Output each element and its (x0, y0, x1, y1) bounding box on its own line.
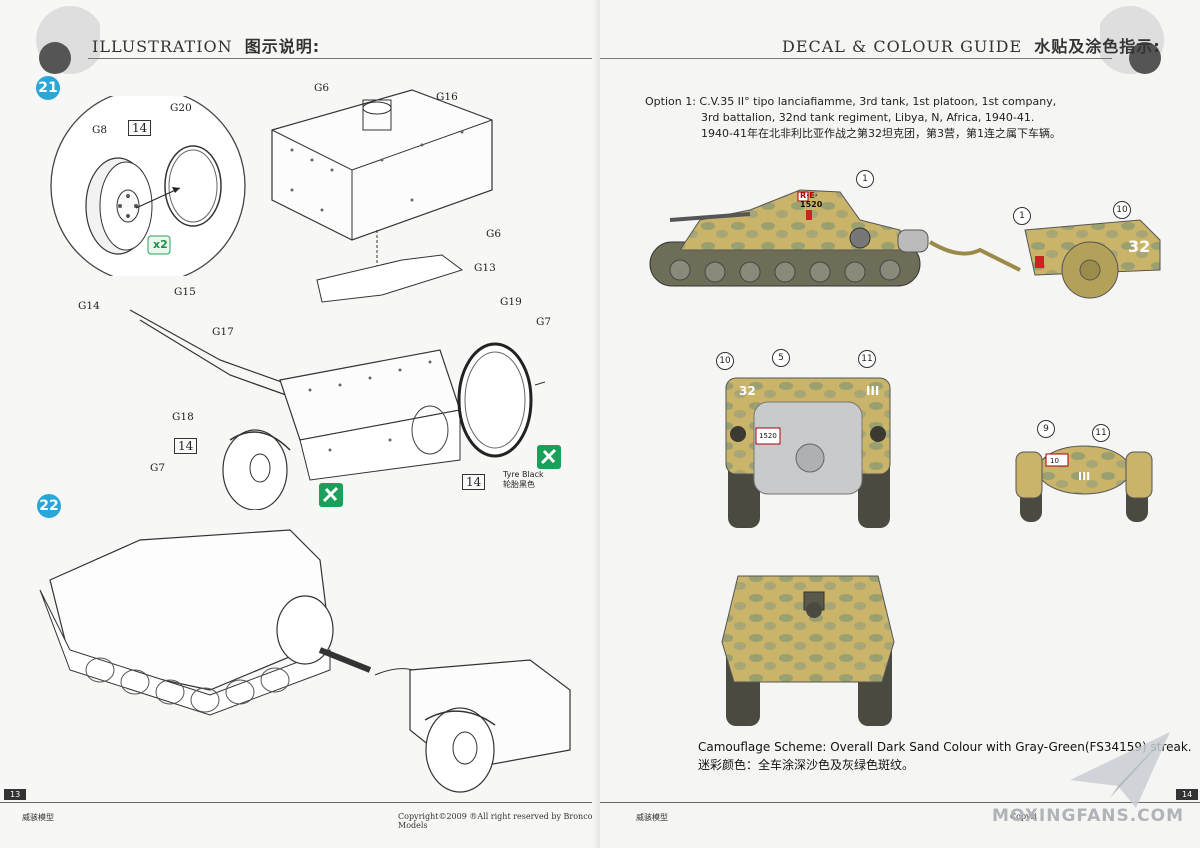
left-footer-copyright: Copyright©2009 ®All right reserved by Br… (398, 812, 593, 830)
left-page-number: 13 (4, 789, 27, 800)
part-g19-label: G19 (500, 296, 522, 308)
part-g18-label: G18 (172, 411, 194, 423)
option-1-description: Option 1: C.V.35 II° tipo lanciafiamme, … (645, 94, 1061, 142)
trailer-roman: III (1078, 470, 1091, 483)
corner-decoration (36, 6, 100, 74)
right-page-number: 14 (1176, 789, 1199, 800)
left-header: ILLUSTRATION 图示说明: (92, 33, 320, 57)
callout-1-trailer: 1 (1013, 207, 1031, 225)
part-14-box-c: 14 (462, 474, 486, 490)
trailer-assembly-drawing (129, 309, 546, 510)
left-header-rule (88, 58, 600, 59)
rear-roman: III (866, 384, 880, 398)
step-22-badge: 22 (37, 494, 61, 518)
front-view-tank (721, 575, 895, 726)
watermark-text: MOXINGFANS.COM (992, 806, 1184, 826)
part-g7-label-a: G7 (536, 316, 552, 328)
part-g20-label: G20 (170, 102, 192, 114)
option-line-1: Option 1: C.V.35 II° tipo lanciafiamme, … (645, 95, 1057, 108)
camouflage-scheme-text: Camouflage Scheme: Overall Dark Sand Col… (698, 738, 1192, 774)
left-footer-rule (0, 802, 600, 803)
wheel-detail-circle (50, 96, 246, 276)
right-footer-rule (600, 802, 1200, 803)
part-g8-label: G8 (92, 124, 108, 136)
callout-5-rear: 5 (772, 349, 790, 367)
part-g7-label-b: G7 (150, 462, 166, 474)
tyre-black-note: Tyre Black 轮胎黑色 (503, 470, 544, 490)
side-plate-prefix: R·E· (800, 191, 818, 200)
part-g15-label: G15 (174, 286, 196, 298)
right-header-title-cn: 水贴及涂色指示: (1034, 37, 1161, 56)
rear-number: 32 (739, 384, 756, 398)
right-footer-brand: 威骇模型 (636, 813, 668, 822)
part-g17-label: G17 (212, 326, 234, 338)
quantity-x2-label: x2 (153, 238, 168, 251)
right-header: DECAL & COLOUR GUIDE 水贴及涂色指示: (782, 33, 1161, 57)
callout-1-tank: 1 (856, 170, 874, 188)
side-trailer-number: 32 (1128, 237, 1151, 256)
tyre-note-cn: 轮胎黑色 (503, 480, 535, 489)
right-header-rule (600, 58, 1112, 59)
option-line-2: 3rd battalion, 32nd tank regiment, Libya… (701, 111, 1035, 124)
step-21-badge: 21 (36, 76, 60, 100)
tyre-note-en: Tyre Black (503, 470, 544, 479)
part-g6-label-a: G6 (314, 82, 330, 94)
callout-10-rear: 10 (716, 352, 734, 370)
right-footer-copyright: Copyri (1010, 812, 1037, 821)
cement-icon (537, 445, 561, 469)
left-footer-brand: 威骇模型 (22, 813, 54, 822)
part-g13-label: G13 (474, 262, 496, 274)
option-line-3: 1940-41年在北非利比亚作战之第32坦克团，第3营，第1连之属下车辆。 (701, 127, 1061, 140)
side-view-profile (649, 189, 1161, 299)
corner-decoration (1100, 6, 1164, 74)
trailer-body-drawing (271, 89, 493, 303)
part-g16-label: G16 (436, 91, 458, 103)
callout-10-trailer: 10 (1113, 201, 1131, 219)
cement-icon (319, 483, 343, 507)
part-g6-label-b: G6 (486, 228, 502, 240)
trailer-plate: 10 (1050, 457, 1059, 465)
rear-view-trailer (1015, 445, 1153, 522)
rear-plate: 1520 (759, 432, 777, 440)
camouflage-scheme-cn: 迷彩颜色：全车涂深沙色及灰绿色斑纹。 (698, 758, 915, 772)
left-header-title: ILLUSTRATION (92, 37, 233, 56)
illustration-page: ILLUSTRATION 图示说明: 21 G8 14 G20 x2 G6 G1… (0, 6, 600, 830)
part-g14-label: G14 (78, 300, 100, 312)
callout-11-trailer: 11 (1092, 424, 1110, 442)
left-header-title-cn: 图示说明: (244, 37, 321, 56)
part-14-box-b: 14 (174, 438, 198, 454)
side-plate-number: 1520 (800, 200, 823, 209)
rear-view-tank (725, 377, 891, 528)
part-14-box-a: 14 (128, 120, 152, 136)
right-header-title: DECAL & COLOUR GUIDE (782, 37, 1023, 56)
paper-plane-logo (1070, 732, 1170, 808)
final-assembly-drawing (39, 529, 571, 793)
callout-9-trailer: 9 (1037, 420, 1055, 438)
camouflage-scheme-en: Camouflage Scheme: Overall Dark Sand Col… (698, 740, 1192, 754)
callout-11-rear: 11 (858, 350, 876, 368)
